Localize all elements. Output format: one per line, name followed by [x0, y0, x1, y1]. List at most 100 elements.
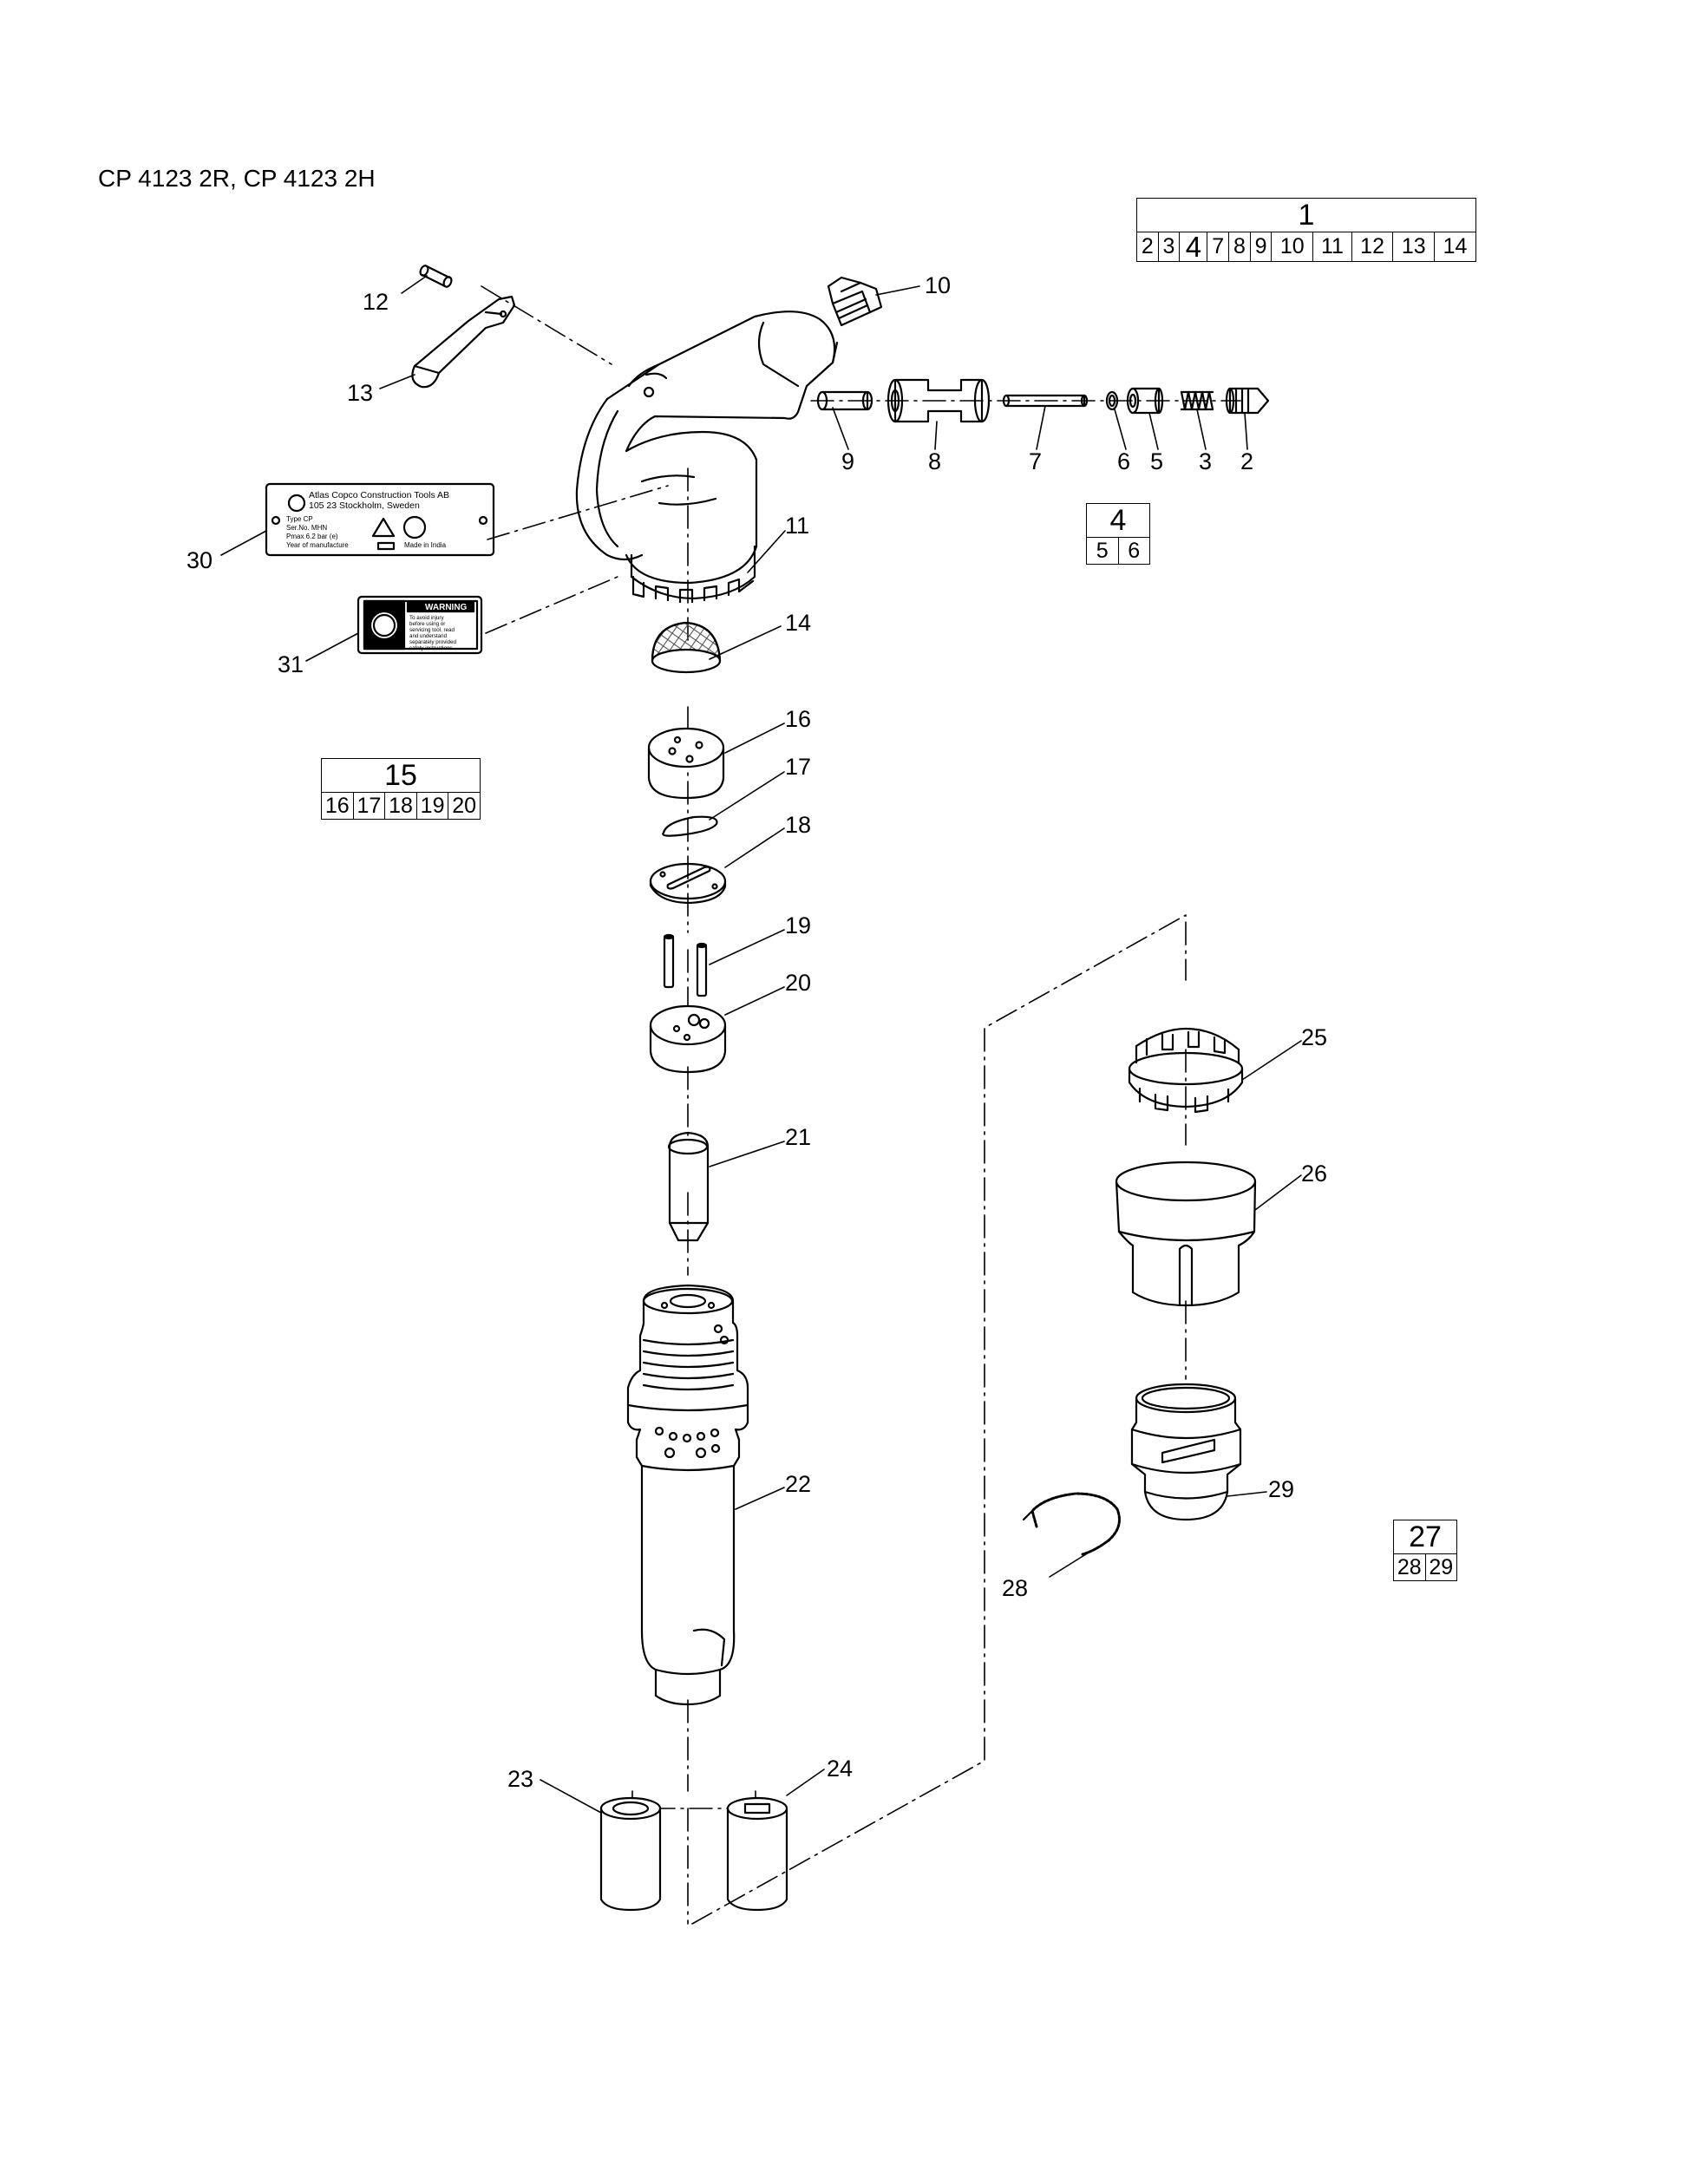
nameplate-line: Year of manufacture — [286, 541, 349, 549]
leader-lines — [220, 275, 1302, 1814]
warning-line: separately provided — [409, 639, 457, 645]
warning-heading: WARNING — [425, 603, 468, 612]
kit-part: 9 — [1249, 232, 1273, 262]
warning-line: safety instructions. — [409, 645, 455, 651]
callout-19: 19 — [785, 912, 811, 938]
callout-29: 29 — [1268, 1476, 1294, 1502]
kit-part: 4 — [1179, 232, 1208, 262]
kit-table-27: 27 28 29 — [1393, 1520, 1457, 1581]
kit-part: 3 — [1157, 232, 1181, 262]
callout-2: 2 — [1240, 448, 1253, 474]
kit-part: 6 — [1117, 537, 1150, 565]
part-12-pin — [419, 265, 453, 288]
nameplate-line: Atlas Copco Construction Tools AB — [309, 490, 449, 500]
kit-part: 19 — [415, 792, 449, 820]
kit-table-1: 1 2 3 4 7 8 9 10 11 12 13 14 — [1136, 198, 1476, 262]
kit-number: 27 — [1393, 1520, 1457, 1554]
center-line — [481, 285, 1241, 1925]
part-23-retainer — [599, 1796, 662, 1912]
warning-line: servicing tool, read — [409, 627, 455, 633]
callout-31: 31 — [278, 651, 304, 677]
part-5-valve — [1126, 387, 1164, 415]
callout-21: 21 — [785, 1124, 811, 1150]
kit-table-15: 15 16 17 18 19 20 — [321, 758, 481, 820]
callout-18: 18 — [785, 812, 811, 838]
callout-9: 9 — [841, 448, 854, 474]
callout-3: 3 — [1199, 448, 1212, 474]
kit-part: 18 — [384, 792, 417, 820]
kit-number: 1 — [1136, 198, 1476, 232]
part-31-warning-label — [357, 595, 483, 655]
kit-part: 10 — [1271, 232, 1314, 262]
kit-number: 4 — [1086, 503, 1150, 538]
warning-line: and understand — [409, 633, 448, 639]
warning-label-text: WARNING To avoid injury before using or … — [409, 603, 468, 651]
kit-part: 20 — [448, 792, 481, 820]
nameplate-line: Ser.No. MHN — [286, 524, 327, 532]
warning-line: before using or — [409, 621, 445, 627]
part-18-plate — [649, 862, 727, 905]
callout-28: 28 — [1002, 1575, 1028, 1601]
callout-17: 17 — [785, 754, 811, 780]
kit-part: 29 — [1424, 1553, 1457, 1581]
callout-22: 22 — [785, 1471, 811, 1497]
callout-25: 25 — [1301, 1024, 1327, 1050]
callout-12: 12 — [363, 289, 389, 315]
callout-20: 20 — [785, 970, 811, 996]
kit-part: 13 — [1392, 232, 1436, 262]
callout-6: 6 — [1117, 448, 1130, 474]
part-30-nameplate — [265, 482, 495, 557]
nameplate-line: Made in India — [404, 541, 447, 549]
page-title: CP 4123 2R, CP 4123 2H — [98, 165, 376, 192]
part-9-tube — [816, 390, 873, 411]
callout-11: 11 — [785, 513, 809, 539]
part-20-seat — [649, 1004, 727, 1074]
callout-23: 23 — [507, 1766, 533, 1792]
nameplate-line: 105 23 Stockholm, Sweden — [309, 500, 420, 511]
kit-table-4: 4 5 6 — [1086, 503, 1150, 565]
kit-part: 2 — [1136, 232, 1159, 262]
part-8-valve-body — [887, 378, 991, 423]
callout-24: 24 — [827, 1756, 853, 1782]
nameplate-line: Pmax 6.2 bar (e) — [286, 533, 338, 540]
callout-14: 14 — [785, 610, 811, 636]
part-16-disc — [647, 727, 725, 800]
part-21-piston — [667, 1131, 710, 1242]
callout-10: 10 — [925, 272, 951, 298]
callout-5: 5 — [1150, 448, 1163, 474]
part-3-spring — [1180, 390, 1214, 411]
nameplate-line: Type CP — [286, 515, 313, 523]
part-26-sleeve — [1115, 1161, 1257, 1307]
kit-part: 17 — [352, 792, 386, 820]
part-29-bushing — [1130, 1383, 1242, 1521]
kit-part: 5 — [1086, 537, 1119, 565]
callout-16: 16 — [785, 706, 811, 732]
callout-8: 8 — [928, 448, 941, 474]
part-6-oring — [1105, 390, 1119, 411]
kit-part: 14 — [1434, 232, 1476, 262]
kit-part: 7 — [1207, 232, 1230, 262]
kit-part: 12 — [1351, 232, 1394, 262]
callout-13: 13 — [347, 380, 373, 406]
callout-numbers: 2 3 5 6 7 8 9 10 11 12 13 14 16 17 18 19… — [186, 272, 1327, 1792]
callout-7: 7 — [1029, 448, 1042, 474]
part-25-ring — [1128, 1027, 1244, 1114]
part-28-clip — [1022, 1492, 1121, 1556]
part-24-retainer — [726, 1796, 788, 1912]
part-17-gasket — [662, 815, 718, 837]
part-2-plug — [1225, 387, 1270, 415]
part-1-handle — [575, 311, 839, 561]
callout-26: 26 — [1301, 1161, 1327, 1187]
part-13-lever — [411, 295, 516, 389]
part-22-barrel — [626, 1284, 749, 1706]
part-19-pins — [663, 933, 708, 997]
housing-cylinder — [625, 430, 758, 604]
kit-part: 16 — [321, 792, 354, 820]
part-14-cone — [651, 621, 722, 674]
warning-line: To avoid injury — [409, 615, 444, 621]
part-10-nipple — [827, 276, 883, 327]
kit-part: 11 — [1312, 232, 1352, 262]
callout-30: 30 — [186, 547, 213, 573]
nameplate-text: Atlas Copco Construction Tools AB 105 23… — [286, 490, 449, 549]
